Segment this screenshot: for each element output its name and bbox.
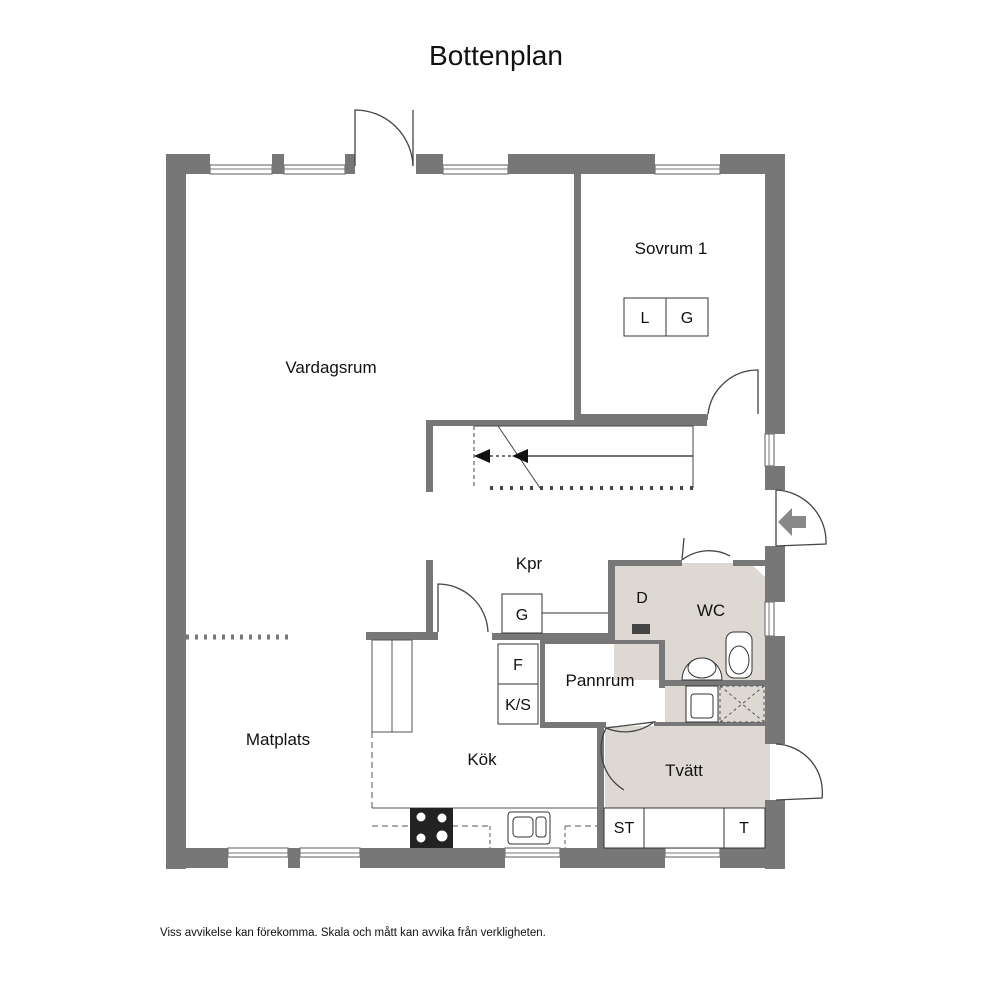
room-labels: Vardagsrum Sovrum 1 Kpr WC Pannrum Kök T… (246, 239, 725, 780)
fixture-label-f: F (513, 657, 523, 674)
door-laundry (775, 743, 824, 801)
room-label-sovrum: Sovrum 1 (635, 239, 708, 258)
door-entrance (775, 489, 827, 547)
staircase (473, 425, 694, 490)
door-wc (681, 550, 731, 561)
room-label-matplats: Matplats (246, 730, 310, 749)
fixture-label-g-hall: G (516, 607, 528, 624)
tap-icon (632, 624, 650, 634)
wall-boiler-north (540, 640, 665, 644)
dining-cabinet (371, 639, 413, 810)
drying-cabinet (603, 807, 645, 849)
closet-g (665, 297, 709, 337)
door-kitchen (437, 583, 489, 633)
room-label-tvatt: Tvätt (665, 761, 703, 780)
wall-stair-west (426, 420, 433, 492)
wall-east (765, 154, 785, 434)
fridge-freezer-cabinet (497, 683, 539, 725)
wall-wc-west (608, 560, 615, 640)
fixture-label-l: L (641, 310, 650, 327)
entrance-arrow-icon (778, 508, 806, 536)
wall-boiler-south (540, 722, 606, 728)
laundry-floor (605, 726, 770, 808)
dryer (723, 807, 766, 849)
wc-fixtures (632, 624, 753, 681)
wall-kitchen-north (366, 632, 438, 640)
wall-north-1 (166, 154, 210, 174)
door-bedroom (707, 369, 759, 415)
wall-south (166, 848, 228, 868)
wall-bedroom-south (581, 414, 708, 420)
wall-boiler-east (659, 640, 665, 688)
wall-west (166, 154, 186, 869)
interior-walls (366, 174, 765, 848)
wall-boiler-west (540, 640, 545, 728)
fixture-label-st: ST (614, 820, 635, 837)
room-label-wc: WC (697, 601, 725, 620)
shower-icon (719, 685, 765, 723)
disclaimer-text: Viss avvikelse kan förekomma. Skala och … (160, 927, 546, 939)
fixture-label-g: G (681, 310, 693, 327)
closet-l (623, 297, 667, 337)
doors (354, 109, 827, 801)
door-boiler (605, 721, 657, 733)
bedroom-closets (623, 297, 709, 337)
room-label-pannrum: Pannrum (566, 671, 635, 690)
fixture-labels: L G G F K/S D ST T (505, 310, 749, 837)
fixture-label-t: T (739, 820, 749, 837)
wall-stair-north (426, 420, 707, 426)
kitchen-cabinets (497, 643, 539, 725)
hall-closet (501, 593, 543, 634)
laundry-fixtures (685, 685, 765, 723)
fixture-label-ks: K/S (505, 697, 531, 714)
plan-title: Bottenplan (429, 40, 563, 71)
kitchen-counter (372, 807, 597, 848)
room-label-kpr: Kpr (516, 554, 543, 573)
wall-laundry-west (597, 722, 604, 848)
wall-kitchen-hall (426, 560, 433, 640)
fixture-label-d: D (636, 590, 648, 607)
door-north (354, 109, 414, 167)
exterior-walls (166, 154, 785, 869)
stair-arrow-icon (512, 449, 528, 463)
room-label-vardagsrum: Vardagsrum (285, 358, 376, 377)
room-label-kok: Kök (467, 750, 497, 769)
laundry-appliances (603, 807, 766, 849)
wall-bedroom-west (574, 174, 581, 420)
